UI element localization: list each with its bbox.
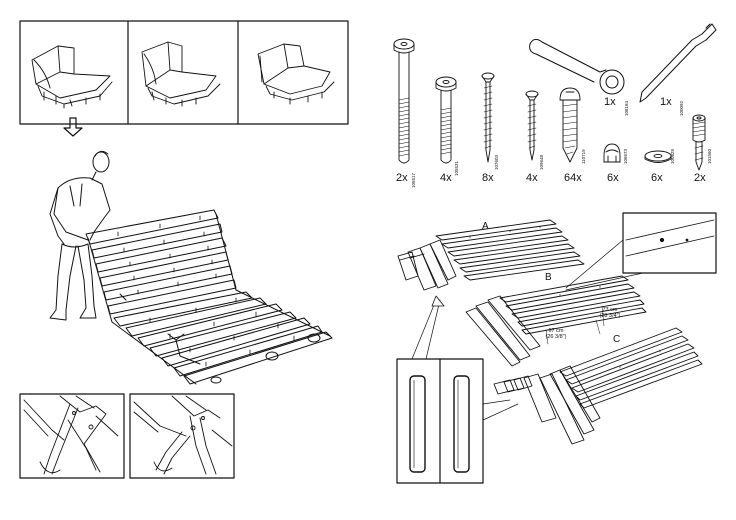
part-number-long-bolt: 105517 xyxy=(411,172,416,188)
qty-wrench: 1x xyxy=(604,96,616,108)
part-number-threaded-insert: 101560 xyxy=(707,148,712,164)
futon-positions-panel xyxy=(19,20,349,125)
width-dimension: 67 cm (26 3/8") xyxy=(536,328,576,340)
length-dimension-in: (28 3/4") xyxy=(599,313,621,319)
hinge-detail-open-illustration xyxy=(23,395,119,475)
part-number-washer: 100829 xyxy=(670,148,675,164)
slat-set-b-label: B xyxy=(545,272,552,283)
qty-cap-nut: 6x xyxy=(607,172,619,184)
futon-lounge-illustration xyxy=(141,41,221,107)
hinge-detail-panel xyxy=(19,393,235,479)
threaded-insert-illustration xyxy=(692,114,706,171)
hinge-detail-closed-illustration xyxy=(133,395,233,475)
length-dimension-cm: 73 cm xyxy=(602,307,618,313)
short-screw-illustration xyxy=(525,90,539,161)
part-number-short-screw: 109648 xyxy=(539,154,544,170)
qty-allen-key: 1x xyxy=(660,96,672,108)
slatted-frame-illustration xyxy=(85,209,333,385)
futon-flat-illustration xyxy=(31,45,113,109)
qty-short-screw: 4x xyxy=(526,172,538,184)
width-dimension-cm: 67 cm xyxy=(548,328,564,334)
part-number-allen-key: 100092 xyxy=(679,100,684,116)
slat-set-c-label: C xyxy=(613,334,621,345)
part-number-dowel-screw: 110719 xyxy=(581,149,586,164)
futon-sofa-illustration xyxy=(257,43,335,105)
slat-profile-detail-panel xyxy=(396,295,519,484)
slat-hole-detail-callout xyxy=(565,212,717,291)
slat-set-a-label: A xyxy=(482,221,489,232)
length-dimension: 73 cm (28 3/4") xyxy=(590,307,630,319)
qty-dowel-screw: 64x xyxy=(564,172,582,184)
qty-wood-screw: 8x xyxy=(482,172,494,184)
wrench-illustration xyxy=(529,38,625,95)
long-bolt-illustration xyxy=(393,38,415,164)
qty-threaded-insert: 2x xyxy=(694,172,706,184)
width-dimension-in: (26 3/8") xyxy=(545,334,567,340)
part-number-wood-screw: 107603 xyxy=(494,154,499,170)
qty-washer: 6x xyxy=(651,172,663,184)
part-number-cap-nut: 106673 xyxy=(623,148,628,164)
qty-medium-bolt: 4x xyxy=(440,172,452,184)
dowel-screw-illustration xyxy=(559,87,581,163)
qty-long-bolt: 2x xyxy=(396,172,408,184)
cap-nut-illustration xyxy=(603,143,621,163)
allen-key-illustration xyxy=(639,23,717,103)
wood-screw-illustration xyxy=(481,72,495,163)
person-illustration xyxy=(49,150,111,321)
slat-set-c-illustration xyxy=(493,327,703,445)
down-arrow-icon xyxy=(63,117,83,137)
part-number-wrench: 108184 xyxy=(624,100,629,116)
slat-set-b-illustration xyxy=(465,275,647,367)
medium-bolt-illustration xyxy=(435,76,457,164)
slat-set-a-illustration xyxy=(397,219,585,291)
part-number-medium-bolt: 105531 xyxy=(454,160,459,176)
washer-illustration xyxy=(644,150,672,163)
